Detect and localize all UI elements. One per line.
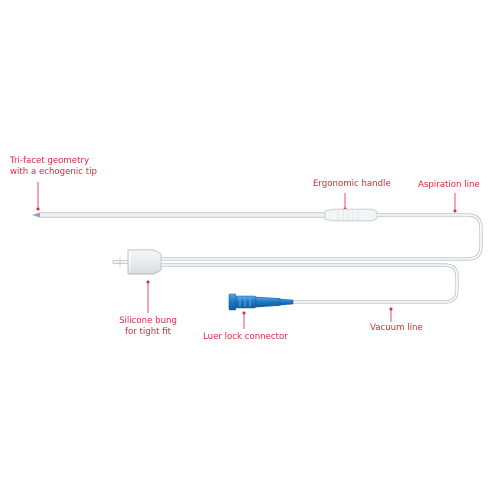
tip-label: Tri-facet geometry with a echogenic tip: [10, 156, 97, 178]
vacuum-line: [161, 263, 459, 304]
bung-leader-dot: [146, 280, 150, 284]
bung-label-line2: for tight fit: [124, 327, 172, 337]
bung-label: Silicone bung for tight fit: [110, 316, 186, 338]
tip-label-line2: with a echogenic tip: [10, 167, 97, 177]
aspiration-line: [161, 213, 483, 261]
aspiration-label: Aspiration line: [418, 180, 480, 190]
vacuum-label: Vacuum line: [370, 323, 423, 333]
handle-label: Ergonomic handle: [313, 179, 391, 189]
aspiration-leader-dot: [453, 209, 457, 213]
silicone-bung: [112, 249, 162, 275]
bung-label-line1: Silicone bung: [119, 316, 177, 326]
needle-shaft: [31, 212, 328, 218]
ergonomic-handle: [324, 208, 378, 222]
luer-label: Luer lock connector: [203, 332, 288, 342]
luer-leader-dot: [242, 311, 246, 315]
needle-tip: [33, 212, 40, 218]
tip-leader-dot: [36, 207, 40, 211]
tip-label-line1: Tri-facet geometry: [10, 156, 90, 166]
luer-lock-connector: [228, 293, 294, 311]
vacuum-leader-dot: [389, 307, 393, 311]
